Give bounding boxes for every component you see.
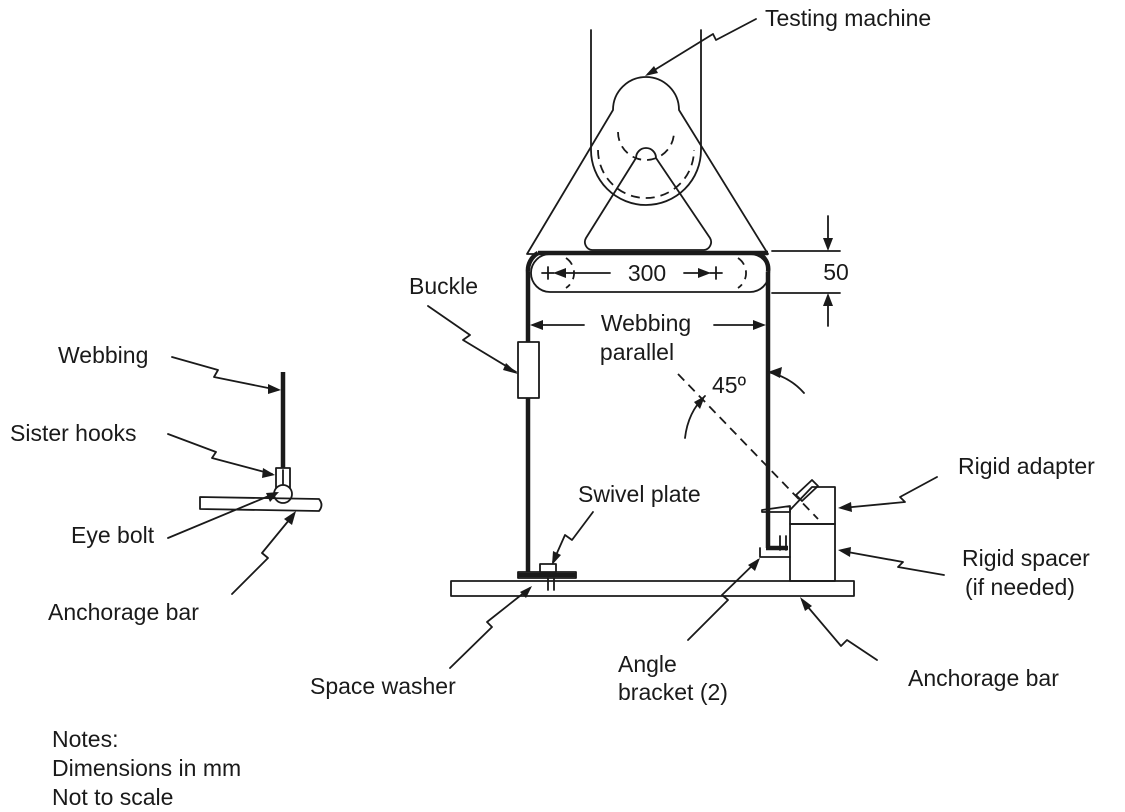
swivel-plate-leader [552,511,594,563]
space-washer-leader [449,587,531,669]
sister-hooks-leader [167,433,273,475]
angle-arc-upper [767,371,805,394]
webbing-parallel-label-2: parallel [600,339,674,365]
rigid-spacer-leader [841,550,945,576]
angle-bracket [759,479,819,558]
load-triangle [526,76,769,255]
sister-hooks-label: Sister hooks [10,420,137,446]
testing-machine-leader [647,18,757,75]
webbing-label: Webbing [58,342,148,368]
rigid-spacer-label-1: Rigid spacer [962,545,1090,571]
rigid-adapter [789,486,836,525]
dimension-50 [771,215,841,327]
rigid-adapter-label: Rigid adapter [958,453,1095,479]
pin-right [709,257,747,289]
dimension-300-label: 300 [628,260,666,286]
rigid-spacer [789,523,836,582]
buckle [517,341,540,399]
dimension-300-arrows [553,268,711,278]
anchorage-bar-left-leader [231,513,295,595]
notes-line-1: Dimensions in mm [52,755,241,781]
angle-bracket-label-2: bracket (2) [618,679,728,705]
buckle-label: Buckle [409,273,478,299]
anchorage-bar-right [450,580,855,597]
webbing-parallel-arrows [530,320,766,330]
eye-bolt-leader [167,492,277,539]
notes-title: Notes: [52,726,118,752]
anchorage-bar-right-label: Anchorage bar [908,665,1059,691]
anchorage-bar-left [199,496,323,512]
dimension-50-label: 50 [823,259,849,285]
webbing-loop [525,250,771,572]
rigid-adapter-leader [841,476,938,509]
notes-line-2: Not to scale [52,784,173,810]
anchorage-bar-right-leader [801,599,878,661]
space-washer-label: Space washer [310,673,456,699]
swivel-plate [517,563,577,591]
rigid-spacer-label-2: (if needed) [965,574,1075,600]
anchorage-bar-left-label: Anchorage bar [48,599,199,625]
angle-bracket-label-1: Angle [618,651,677,677]
webbing-parallel-label-1: Webbing [601,310,691,336]
testing-machine-clevis [590,29,702,206]
angle-label: 45º [712,372,747,398]
testing-machine-label: Testing machine [765,5,931,31]
angle-bracket-leader [687,559,759,641]
buckle-leader [427,305,517,373]
webbing-leader [171,356,279,391]
eye-bolt-label: Eye bolt [71,522,155,548]
swivel-plate-label: Swivel plate [578,481,701,507]
